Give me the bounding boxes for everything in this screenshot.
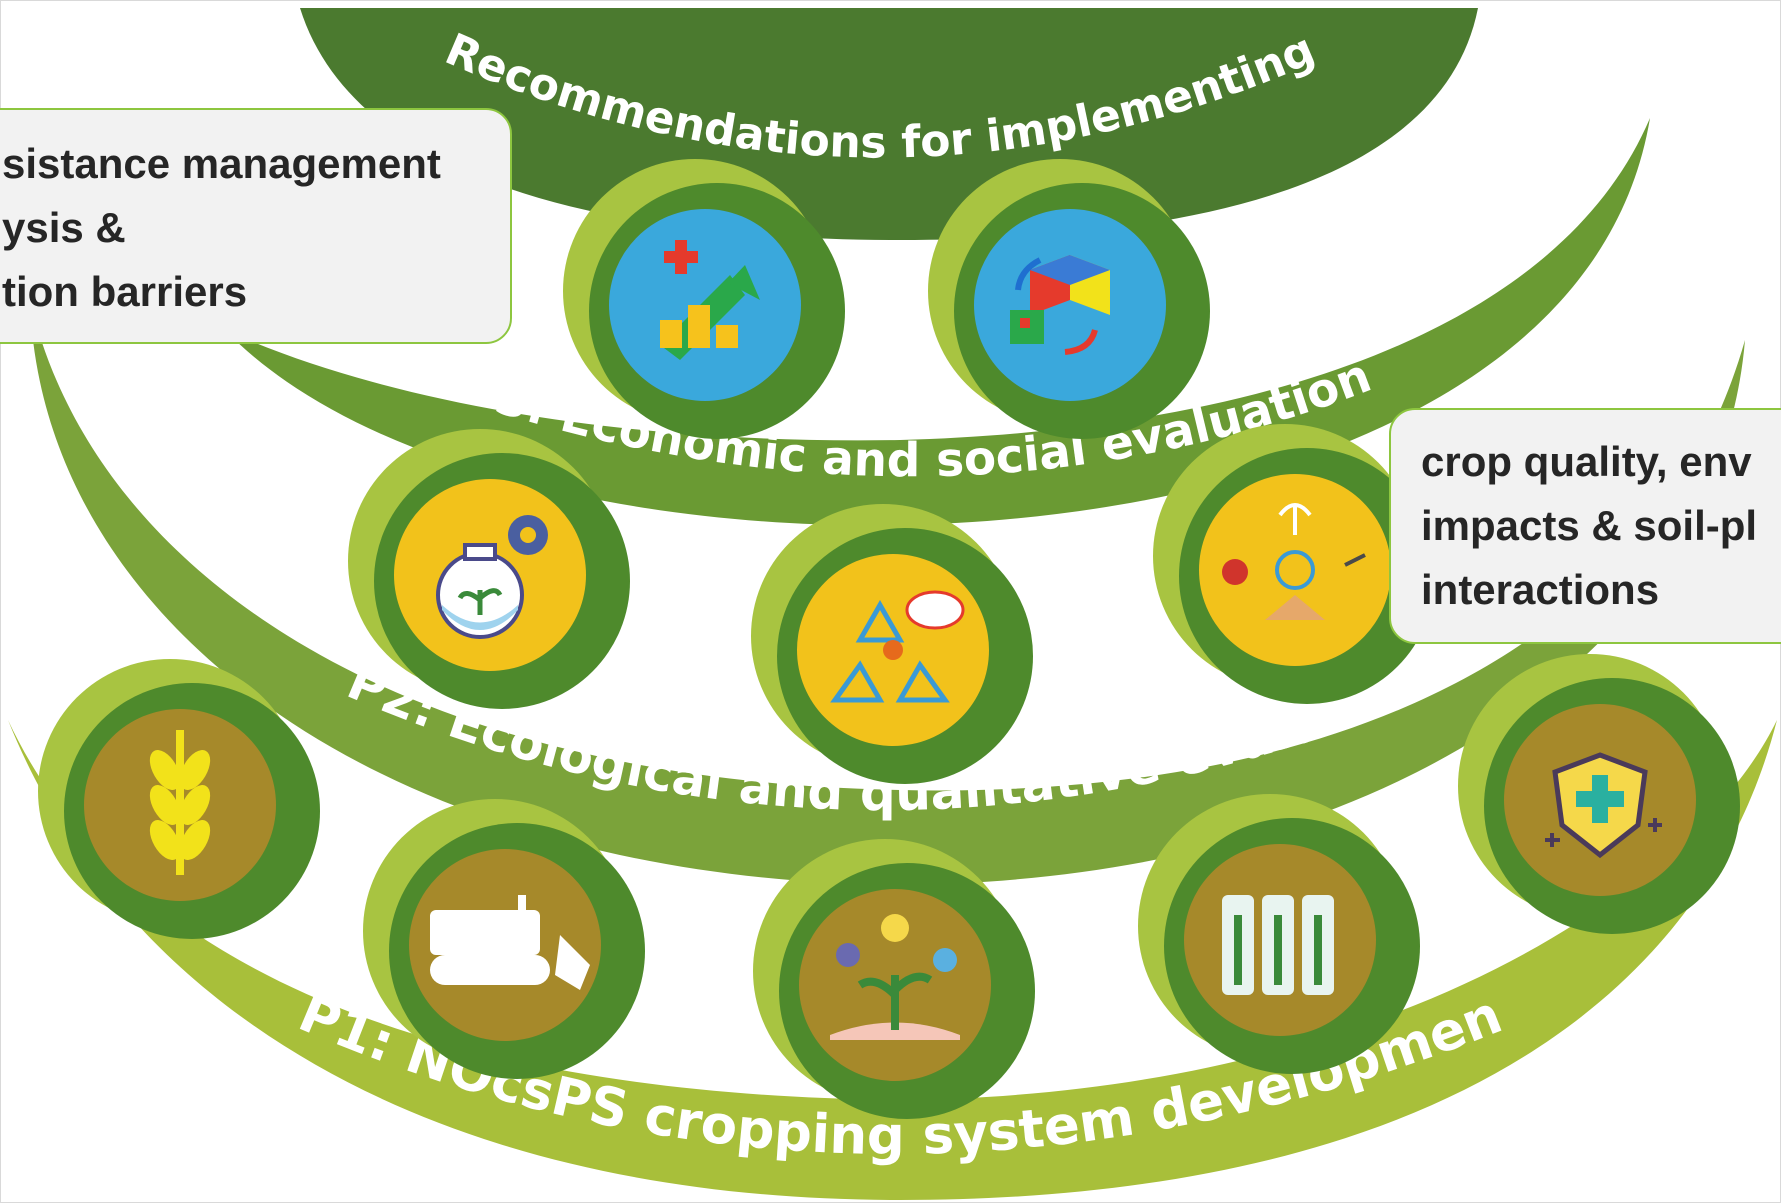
seedlings-pests-icon <box>753 839 1035 1119</box>
top-band <box>300 8 1478 240</box>
rubiks-cube-icon <box>928 159 1210 439</box>
right-callout-line-2: impacts & soil-pl <box>1421 502 1758 549</box>
health-shield-icon <box>1458 654 1740 934</box>
right-callout-line-3: interactions <box>1421 566 1660 613</box>
left-callout-line-3: tion barriers <box>2 268 248 315</box>
test-tube-plants-icon <box>1138 794 1420 1074</box>
left-callout-box: sistance management ysis & tion barriers <box>0 108 512 344</box>
wp2-band <box>30 300 1745 885</box>
wheat-icon <box>38 659 320 939</box>
right-callout-line-1: crop quality, env <box>1421 438 1752 485</box>
bulldozer-icon <box>363 799 645 1079</box>
cost-growth-chart-icon <box>563 159 845 439</box>
left-callout-line-1: sistance management <box>2 140 441 187</box>
soil-plant-interaction-icon <box>1153 424 1435 704</box>
lab-flask-plant-icon <box>348 429 630 709</box>
recycle-co2-icon <box>751 504 1033 784</box>
left-callout-line-2: ysis & <box>2 204 126 251</box>
right-callout-box: crop quality, env impacts & soil-pl inte… <box>1389 408 1781 644</box>
wp3-band <box>225 118 1650 526</box>
wp1-band <box>8 720 1777 1200</box>
